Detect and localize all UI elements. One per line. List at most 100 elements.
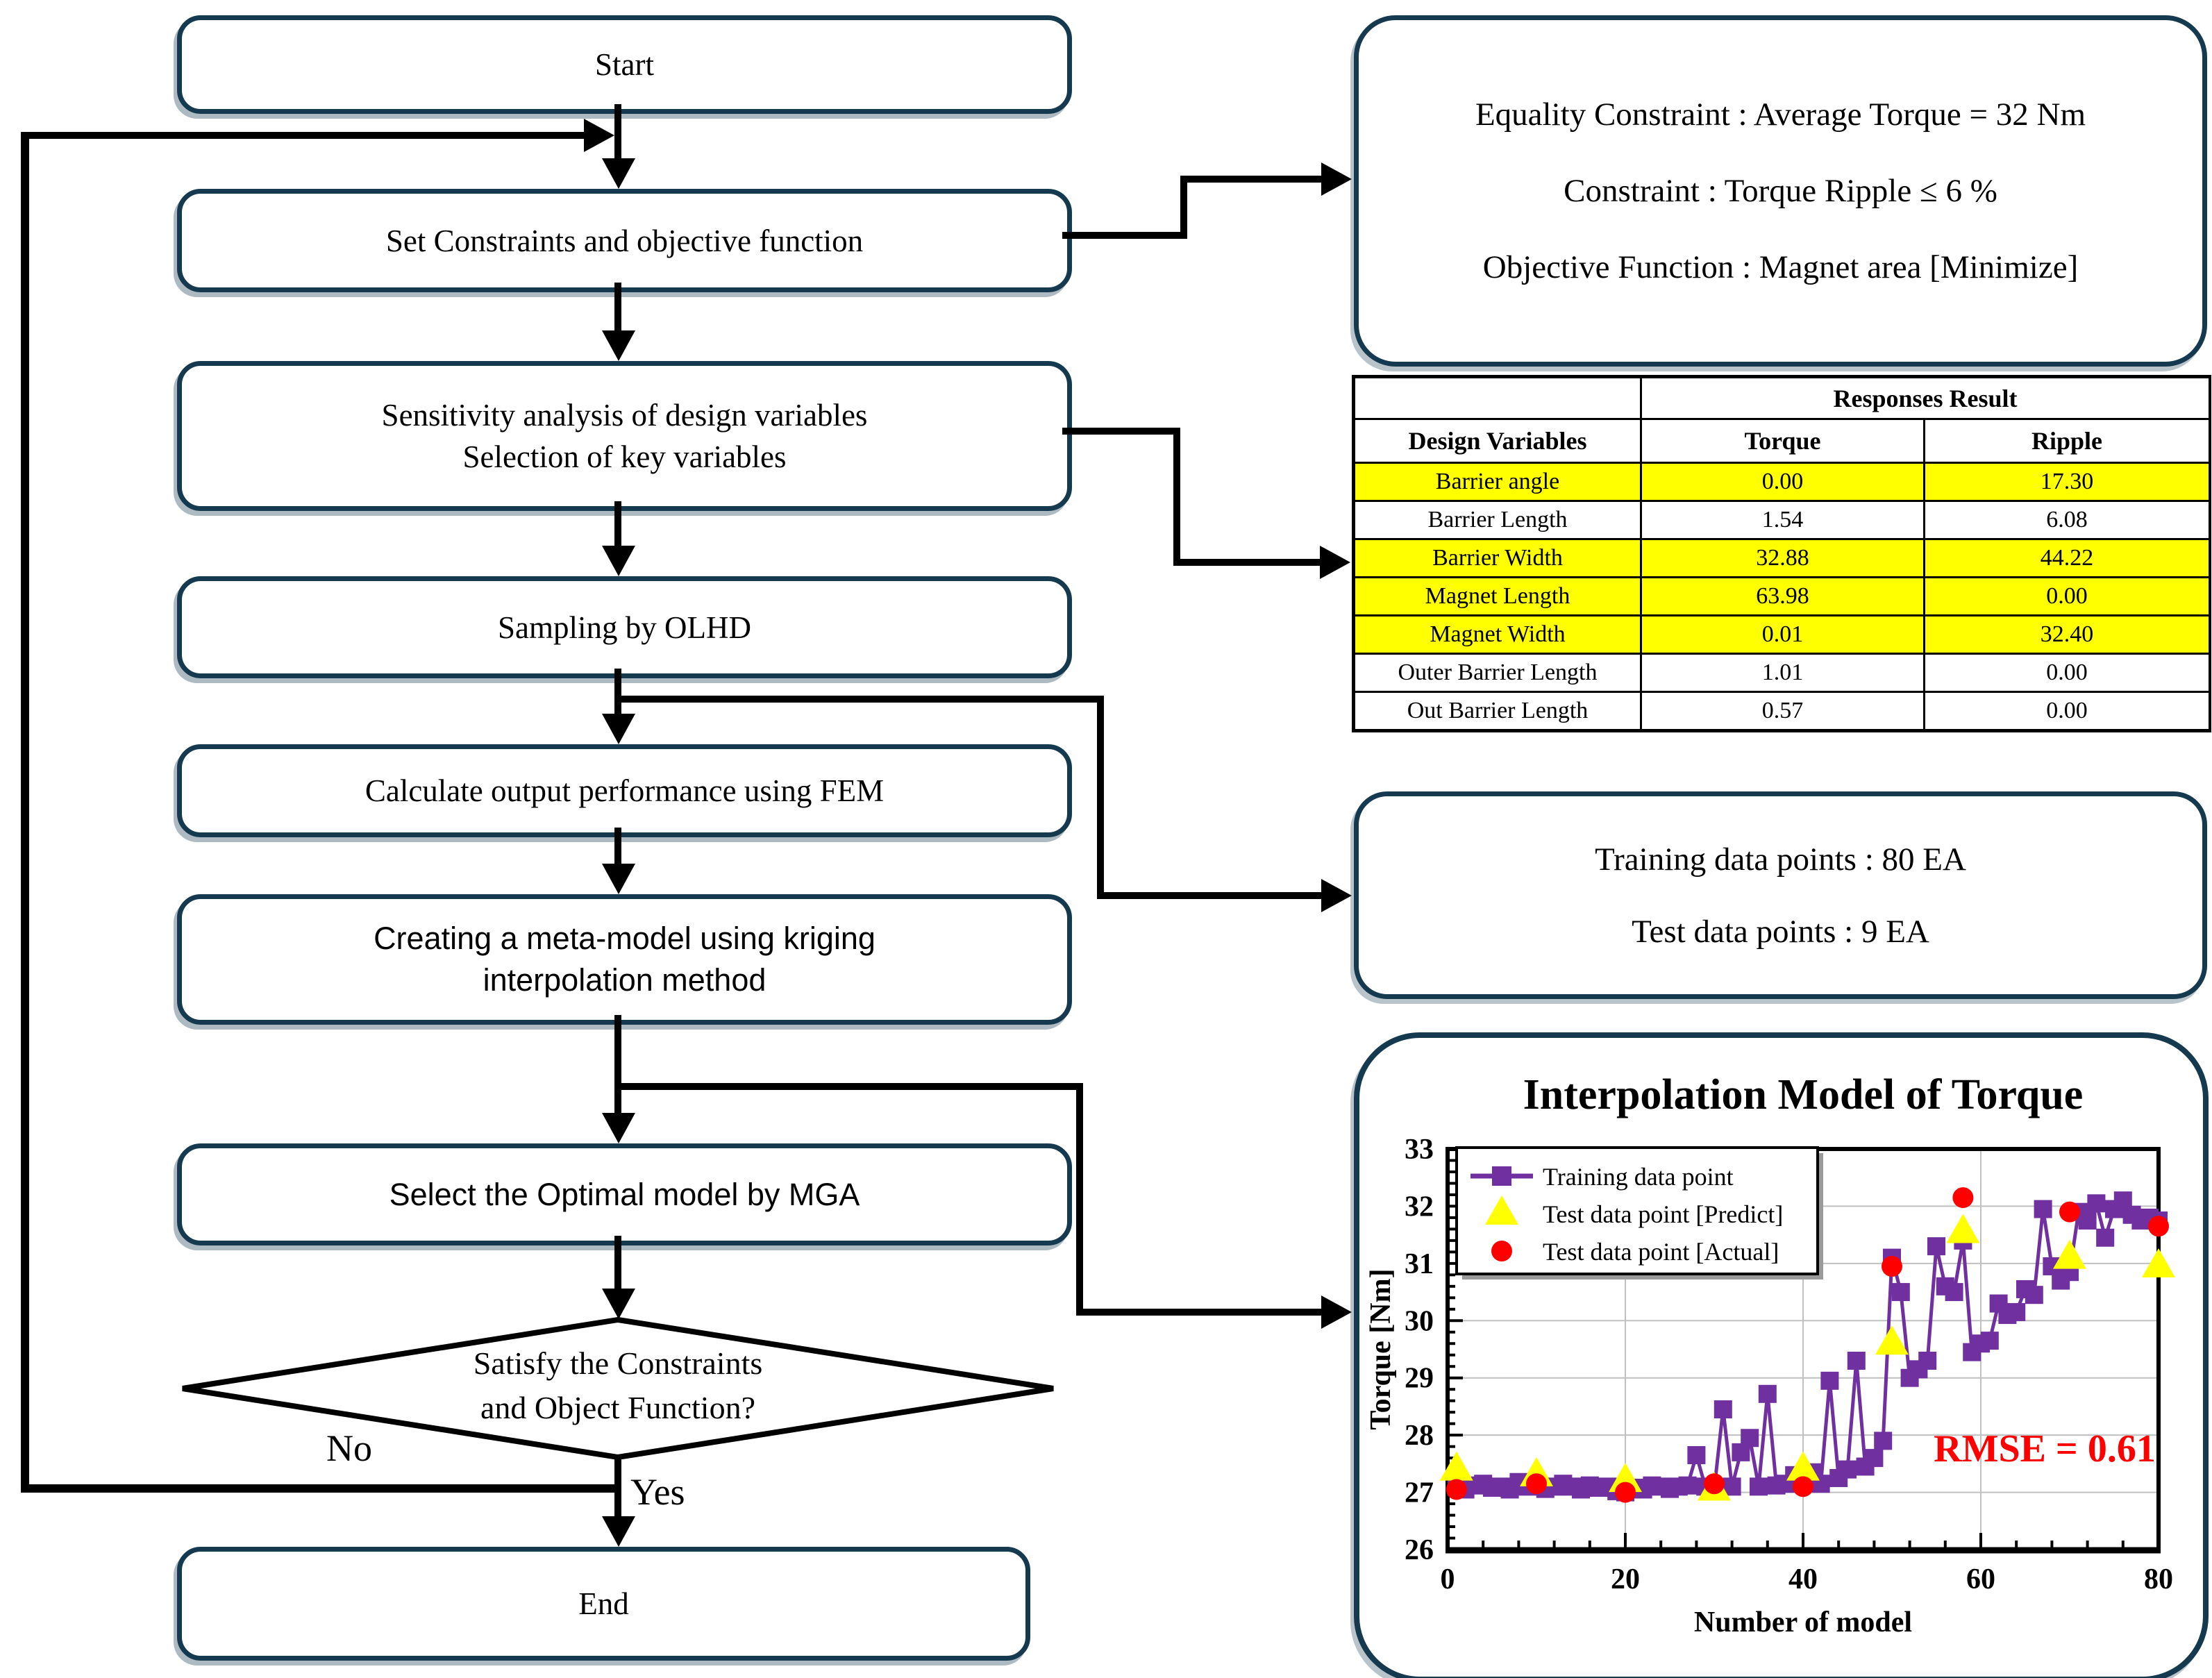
chart-y-tick-label: 28 — [1405, 1420, 1434, 1452]
flow-node-sampling: Sampling by OLHD — [177, 576, 1072, 678]
table-row-1-torque: 1.54 — [1642, 502, 1923, 538]
chart-test-actual-point — [1704, 1473, 1725, 1495]
table-row-0-name: Barrier angle — [1355, 464, 1640, 500]
chart-training-point — [1687, 1445, 1706, 1464]
chart-y-tick-label: 31 — [1405, 1248, 1434, 1280]
chart-legend-box — [1455, 1146, 1819, 1275]
arrowhead-into-sampling — [602, 546, 635, 576]
chart-training-point — [1758, 1384, 1777, 1403]
arrowhead-into-end — [602, 1516, 635, 1547]
constraint-line-objective: Objective Function : Magnet area [Minimi… — [1482, 249, 2079, 285]
arrowhead-into-training-box — [1321, 879, 1352, 912]
flow-node-fem: Calculate output performance using FEM — [177, 744, 1072, 837]
decision-line1: Satisfy the Constraints — [473, 1345, 763, 1381]
interpolation-chart-panel — [1354, 1032, 2209, 1678]
edge-constraints-sensitivity — [614, 283, 621, 333]
chart-legend-training-marker — [1492, 1166, 1511, 1186]
arrowhead-into-table — [1320, 546, 1350, 579]
table-row-1-name: Barrier Length — [1355, 502, 1640, 538]
edge-branch1-h2 — [1097, 892, 1323, 899]
arrowhead-into-chart-panel — [1321, 1295, 1352, 1329]
chart-training-point — [1838, 1460, 1857, 1479]
chart-training-point — [1927, 1237, 1945, 1256]
table-row-5-name: Outer Barrier Length — [1355, 655, 1640, 691]
edge-no-horizontal — [21, 1484, 618, 1493]
chart-test-actual-point — [1526, 1473, 1547, 1495]
chart-training-point — [1714, 1400, 1732, 1419]
chart-test-predict-point — [1609, 1463, 1642, 1493]
data-points-info-box: Training data points : 80 EA Test data p… — [1354, 791, 2207, 999]
chart-training-point — [2096, 1228, 2115, 1247]
table-corner-cell — [1355, 378, 1640, 418]
flow-node-meta-line2: interpolation method — [483, 962, 766, 998]
chart-training-point — [1741, 1429, 1759, 1448]
edge-meta-mga — [614, 1015, 621, 1114]
chart-rmse-annotation: RMSE = 0.61 — [1934, 1427, 2156, 1470]
chart-legend-label: Training data point — [1543, 1163, 1734, 1191]
chart-training-point — [1678, 1476, 1697, 1495]
chart-test-predict-point — [1786, 1451, 1820, 1481]
chart-training-point — [1820, 1371, 1839, 1390]
chart-training-point — [1847, 1351, 1866, 1370]
chart-y-tick-label: 29 — [1405, 1363, 1434, 1395]
chart-test-predict-point — [1439, 1451, 1473, 1481]
chart-y-tick-label: 27 — [1405, 1477, 1434, 1509]
table-row-6-name: Out Barrier Length — [1355, 693, 1640, 729]
chart-y-tick-label: 32 — [1405, 1191, 1434, 1223]
arrowhead-into-mga — [602, 1113, 635, 1143]
flow-node-end: End — [177, 1547, 1030, 1661]
flow-node-start: Start — [177, 15, 1072, 114]
flow-node-meta-model: Creating a meta-model using kriging inte… — [177, 894, 1072, 1025]
chart-x-tick-label: 0 — [1441, 1563, 1455, 1595]
table-row-3-torque: 63.98 — [1642, 578, 1923, 614]
chart-test-actual-point — [1882, 1255, 1902, 1277]
edge-mga-diamond — [614, 1236, 621, 1291]
chart-x-tick-label: 40 — [1788, 1563, 1818, 1595]
table-row-0-ripple: 17.30 — [1925, 464, 2209, 500]
chart-training-point — [2087, 1194, 2106, 1213]
chart-training-point — [1945, 1283, 1963, 1302]
chart-title: Interpolation Model of Torque — [1523, 1071, 2084, 1118]
edge-label-yes: Yes — [630, 1471, 685, 1513]
table-row-5-torque: 1.01 — [1642, 655, 1923, 691]
chart-legend-predict-marker — [1485, 1195, 1518, 1225]
edge-feedback-top — [21, 132, 587, 139]
flow-node-sensitivity-line1: Sensitivity analysis of design variables — [381, 398, 868, 433]
training-points-line: Training data points : 80 EA — [1595, 841, 1966, 878]
edge-branch2-v — [1076, 1083, 1083, 1316]
flow-node-mga: Select the Optimal model by MGA — [177, 1143, 1072, 1245]
table-row-5-ripple: 0.00 — [1925, 655, 2209, 691]
table-row-4-torque: 0.01 — [1642, 616, 1923, 653]
chart-test-actual-point — [2148, 1216, 2169, 1237]
flow-node-sensitivity-line2: Selection of key variables — [462, 439, 787, 474]
table-row-4-ripple: 32.40 — [1925, 616, 2209, 653]
decision-line2: and Object Function? — [480, 1390, 755, 1425]
arrowhead-feedback-join — [584, 119, 614, 152]
edge-branch1-v — [1097, 696, 1104, 899]
table-row-3-name: Magnet Length — [1355, 578, 1640, 614]
edge-diamond-end — [614, 1457, 621, 1519]
chart-training-point — [1874, 1432, 1893, 1450]
chart-test-actual-point — [2059, 1201, 2080, 1223]
table-row-2-ripple: 44.22 — [1925, 540, 2209, 576]
flow-node-end-label: End — [578, 1586, 629, 1621]
chart-training-point — [1891, 1283, 1910, 1302]
chart-legend-label: Test data point [Actual] — [1543, 1238, 1779, 1266]
table-row-2-name: Barrier Width — [1355, 540, 1640, 576]
table-row-1-ripple: 6.08 — [1925, 502, 2209, 538]
chart-y-tick-label: 33 — [1405, 1134, 1434, 1166]
table-span-header: Responses Result — [1642, 378, 2209, 418]
arrowhead-into-sensitivity — [602, 330, 635, 361]
table-col-header-ripple: Ripple — [1925, 420, 2209, 462]
chart-test-predict-point — [1875, 1325, 1909, 1355]
chart-y-tick-label: 30 — [1405, 1305, 1434, 1337]
chart-training-point — [1980, 1332, 1999, 1350]
arrowhead-into-constraints — [602, 158, 635, 189]
table-row-0-torque: 0.00 — [1642, 464, 1923, 500]
constraint-info-box: Equality Constraint : Average Torque = 3… — [1354, 15, 2207, 367]
table-row-3-ripple: 0.00 — [1925, 578, 2209, 614]
flow-node-start-label: Start — [595, 47, 654, 82]
edge-branch1-h — [618, 696, 1104, 703]
chart-test-actual-point — [1615, 1482, 1636, 1503]
chart-y-axis-label: Torque [Nm] — [1365, 1268, 1397, 1429]
